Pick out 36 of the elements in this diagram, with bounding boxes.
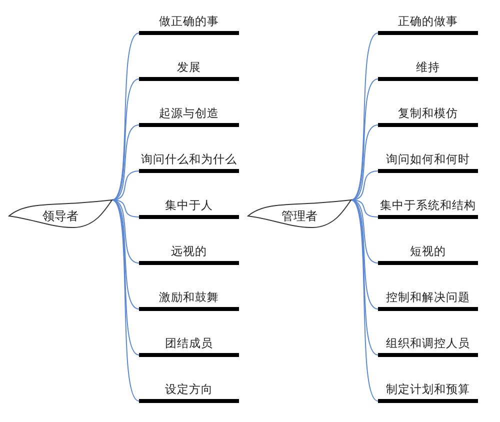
underlined-topic: 询问如何和何时 xyxy=(378,151,478,173)
branch-line xyxy=(112,200,140,310)
branch-line xyxy=(112,78,140,200)
branch-line xyxy=(112,124,140,200)
branch-line xyxy=(350,78,378,200)
underlined-topic: 组织和调控人员 xyxy=(378,335,478,357)
underlined-topic: 集中于人 xyxy=(139,197,239,219)
ribbon-node xyxy=(247,198,352,228)
underlined-topic: 维持 xyxy=(378,59,478,81)
branch-line xyxy=(112,200,140,402)
branch-line xyxy=(350,32,378,200)
branch-line xyxy=(112,32,140,200)
underlined-topic: 做正确的事 xyxy=(139,13,239,35)
underlined-topic: 起源与创造 xyxy=(139,105,239,127)
underlined-topic: 团结成员 xyxy=(139,335,239,357)
underlined-topic: 询问什么和为什么 xyxy=(139,151,239,173)
ribbon-node xyxy=(8,198,113,228)
branch-line xyxy=(350,200,378,356)
underlined-topic: 正确的做事 xyxy=(378,13,478,35)
underlined-topic: 远视的 xyxy=(139,243,239,265)
underlined-topic: 设定方向 xyxy=(139,381,239,403)
node-label: 管理者 xyxy=(280,209,318,223)
underlined-topic: 短视的 xyxy=(378,243,478,265)
underlined-topic: 控制和解决问题 xyxy=(378,289,478,311)
branch-line xyxy=(112,200,140,264)
node-label: 领导者 xyxy=(42,209,80,223)
branch-line xyxy=(350,200,378,264)
underlined-topic: 复制和模仿 xyxy=(378,105,478,127)
underlined-topic: 发展 xyxy=(139,59,239,81)
branch-line xyxy=(350,200,378,310)
branch-line xyxy=(350,200,378,402)
branch-line xyxy=(112,200,140,356)
underlined-topic: 集中于系统和结构 xyxy=(378,197,478,219)
underlined-topic: 激励和鼓舞 xyxy=(139,289,239,311)
branch-line xyxy=(350,124,378,200)
underlined-topic: 制定计划和预算 xyxy=(378,381,478,403)
